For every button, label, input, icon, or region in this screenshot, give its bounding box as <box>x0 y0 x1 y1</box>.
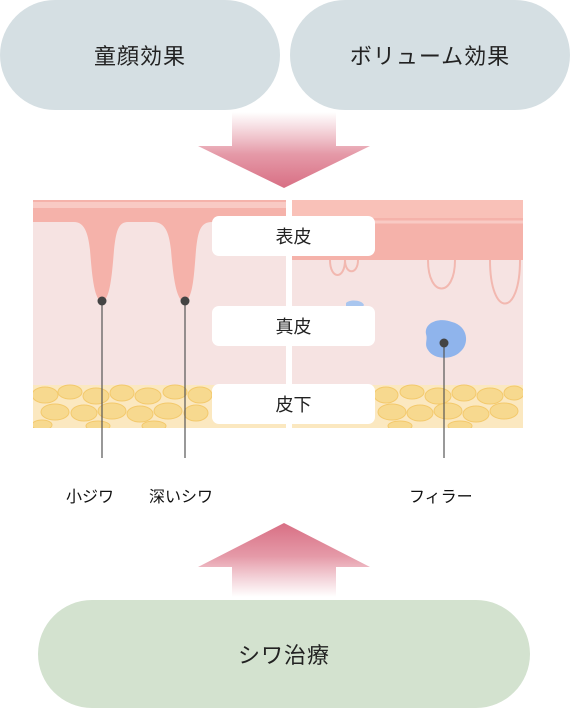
up-arrow <box>198 523 370 597</box>
dermis-label: 真皮 <box>212 306 375 346</box>
volume-effect-badge: ボリューム効果 <box>290 0 570 110</box>
filler-marker <box>439 338 449 348</box>
subcutis-label-text: 皮下 <box>275 395 312 416</box>
dermis-label-text: 真皮 <box>275 317 312 338</box>
deep-wrinkle-callout: 深いシワ <box>149 487 214 506</box>
filler-callout: フィラー <box>409 487 473 506</box>
epidermis-label-text: 表皮 <box>275 227 312 248</box>
wrinkle-treatment-label: シワ治療 <box>237 644 330 669</box>
small-wrinkle-callout: 小ジワ <box>66 487 115 506</box>
epidermis-layer-left <box>33 200 288 302</box>
small-wrinkle-marker <box>97 296 107 306</box>
youthful-face-effect-label: 童顔効果 <box>93 45 186 70</box>
deep-wrinkle-marker <box>180 296 190 306</box>
wrinkle-treatment-badge: シワ治療 <box>38 600 530 708</box>
subcutis-label: 皮下 <box>212 384 375 424</box>
volume-effect-label: ボリューム効果 <box>349 45 511 70</box>
down-arrow <box>198 112 370 188</box>
filler-deposit <box>425 320 467 358</box>
epidermis-label: 表皮 <box>212 216 375 256</box>
youthful-face-effect-badge: 童顔効果 <box>0 0 280 110</box>
